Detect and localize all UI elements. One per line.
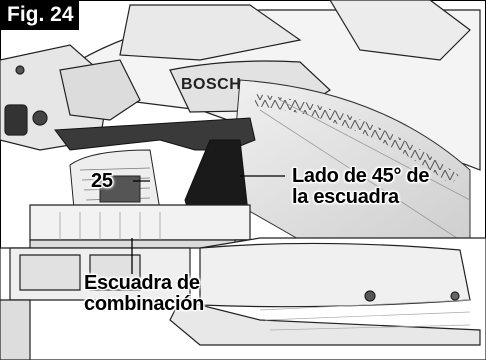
combination-square-label-line1: Escuadra de bbox=[84, 272, 200, 294]
combination-square-label-line2: combinación bbox=[84, 293, 205, 315]
square-45-side-label-line2: la escuadra bbox=[292, 186, 399, 208]
brand-logo: BOSCH bbox=[181, 76, 242, 93]
saw-base bbox=[0, 237, 486, 360]
square-45-side-label-line1: Lado de 45° de bbox=[292, 165, 430, 187]
bevel-angle-label: 25 bbox=[91, 170, 113, 192]
bevel-scale bbox=[69, 149, 161, 221]
figure-label: Fig. 24 bbox=[0, 0, 79, 30]
saw-blade bbox=[229, 79, 471, 241]
leader-lines bbox=[131, 175, 285, 274]
